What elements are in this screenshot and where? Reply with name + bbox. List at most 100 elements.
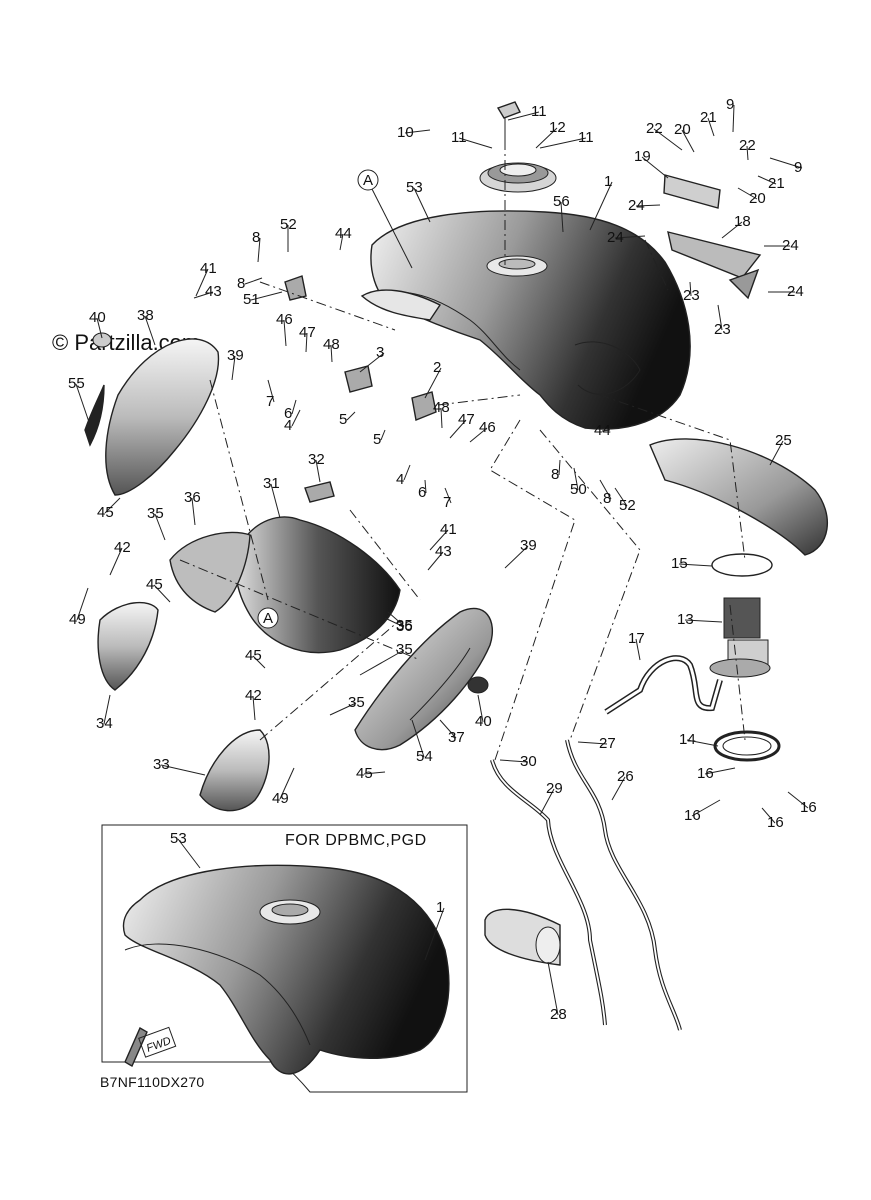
- fuel-pump: [709, 597, 771, 678]
- callout-label-39: 39: [520, 537, 537, 554]
- callout-label-12: 12: [549, 119, 566, 136]
- bracket-51: [284, 275, 307, 301]
- variant-inset: FOR DPBMC,PGD FWD: [101, 824, 468, 1093]
- callout-label-30: 30: [520, 753, 537, 770]
- callout-label-13: 13: [677, 611, 694, 628]
- callout-leader-45: [252, 655, 266, 669]
- callout-leader-11: [458, 137, 493, 149]
- callout-leaders: [75, 104, 809, 1016]
- callout-leader-55: [75, 383, 91, 426]
- assembly-lines: [179, 140, 746, 761]
- callout-label-8: 8: [237, 275, 245, 292]
- callout-label-46: 46: [479, 419, 496, 436]
- callout-leader-39: [504, 545, 529, 569]
- callout-leader-28: [547, 961, 559, 1016]
- callout-label-52: 52: [619, 497, 636, 514]
- rear-bracket-assembly: [663, 174, 762, 300]
- callout-label-45: 45: [97, 504, 114, 521]
- callout-label-16: 16: [684, 807, 701, 824]
- callout-label-21: 21: [768, 175, 785, 192]
- fuel-tank: [360, 210, 691, 430]
- callout-label-33: 33: [153, 756, 170, 773]
- callout-label-10: 10: [397, 124, 414, 141]
- callout-label-36: 36: [184, 489, 201, 506]
- pump-ring: [713, 730, 781, 762]
- callout-leader-54: [411, 719, 425, 758]
- fwd-arrow: [124, 1027, 148, 1067]
- callout-leader-38: [144, 315, 156, 346]
- inner-panel-36: [169, 531, 251, 613]
- callout-label-46: 46: [276, 311, 293, 328]
- callout-leader-12: [535, 127, 558, 149]
- callout-label-5: 5: [373, 431, 381, 448]
- callout-leader-33: [160, 764, 206, 776]
- callout-label-42: 42: [245, 687, 262, 704]
- callout-leader-4: [291, 409, 301, 427]
- callout-leader-40: [477, 694, 484, 723]
- callout-label-52: 52: [280, 216, 297, 233]
- callout-label-53: 53: [170, 830, 187, 847]
- callout-label-17: 17: [628, 630, 645, 647]
- callout-label-8: 8: [252, 229, 260, 246]
- callout-label-56: 56: [553, 193, 570, 210]
- callout-leader-24: [635, 204, 661, 207]
- callout-leader-20: [737, 187, 758, 200]
- callout-label-14: 14: [679, 731, 696, 748]
- callout-leader-16: [704, 767, 736, 775]
- callout-leader-31: [270, 483, 281, 519]
- callout-label-36: 36: [396, 618, 413, 635]
- callout-leader-39: [231, 355, 236, 381]
- callout-label-48: 48: [323, 336, 340, 353]
- inset-title: FOR DPBMC,PGD: [285, 832, 427, 849]
- callout-label-22: 22: [646, 120, 663, 137]
- callout-label-16: 16: [697, 765, 714, 782]
- callout-label-25: 25: [775, 432, 792, 449]
- callout-label-35: 35: [396, 617, 413, 634]
- callout-label-48: 48: [433, 399, 450, 416]
- callout-label-53: 53: [406, 179, 423, 196]
- callout-leader-46: [283, 319, 287, 347]
- callout-label-45: 45: [146, 576, 163, 593]
- svg-text:A: A: [363, 172, 373, 189]
- callout-label-7: 7: [443, 494, 451, 511]
- callout-label-26: 26: [617, 768, 634, 785]
- callout-label-32: 32: [308, 451, 325, 468]
- callout-leader-53: [413, 187, 431, 223]
- callout-leader-46: [469, 427, 488, 443]
- callout-leader-42: [252, 695, 256, 721]
- callout-label-38: 38: [137, 307, 154, 324]
- callout-label-44: 44: [335, 225, 352, 242]
- callout-label-11: 11: [531, 103, 547, 120]
- callout-label-47: 47: [458, 411, 475, 428]
- callout-leader-32: [315, 459, 321, 483]
- callout-leader-5: [346, 411, 356, 421]
- callout-leader-41: [429, 529, 449, 551]
- callout-leader-7: [267, 379, 275, 403]
- callout-leader-4: [403, 464, 411, 481]
- callout-leader-16: [691, 799, 721, 817]
- callout-leader-18: [721, 221, 743, 239]
- callout-label-6: 6: [418, 484, 426, 501]
- callout-label-34: 34: [96, 715, 113, 732]
- callout-label-43: 43: [435, 543, 452, 560]
- callout-label-20: 20: [749, 190, 766, 207]
- callout-label-45: 45: [245, 647, 262, 664]
- callout-label-4: 4: [284, 417, 292, 434]
- callout-label-22: 22: [739, 137, 756, 154]
- pump-gasket: [711, 553, 773, 577]
- callout-leader-47: [305, 332, 308, 353]
- grommet-40-top: [92, 332, 112, 348]
- callout-leader-2: [424, 367, 442, 399]
- fuel-cap: [479, 162, 557, 193]
- fuel-hose: [604, 655, 723, 715]
- callout-label-7: 7: [266, 393, 274, 410]
- callout-label-21: 21: [700, 109, 717, 126]
- callout-label-16: 16: [800, 799, 817, 816]
- callout-leader-45: [153, 584, 171, 603]
- callout-label-16: 16: [767, 814, 784, 831]
- callout-leader-29: [539, 788, 555, 816]
- callout-leader-52: [614, 487, 628, 507]
- callout-leader-11: [539, 137, 587, 149]
- callout-leader-22: [746, 145, 749, 161]
- callout-leader-43: [193, 291, 214, 299]
